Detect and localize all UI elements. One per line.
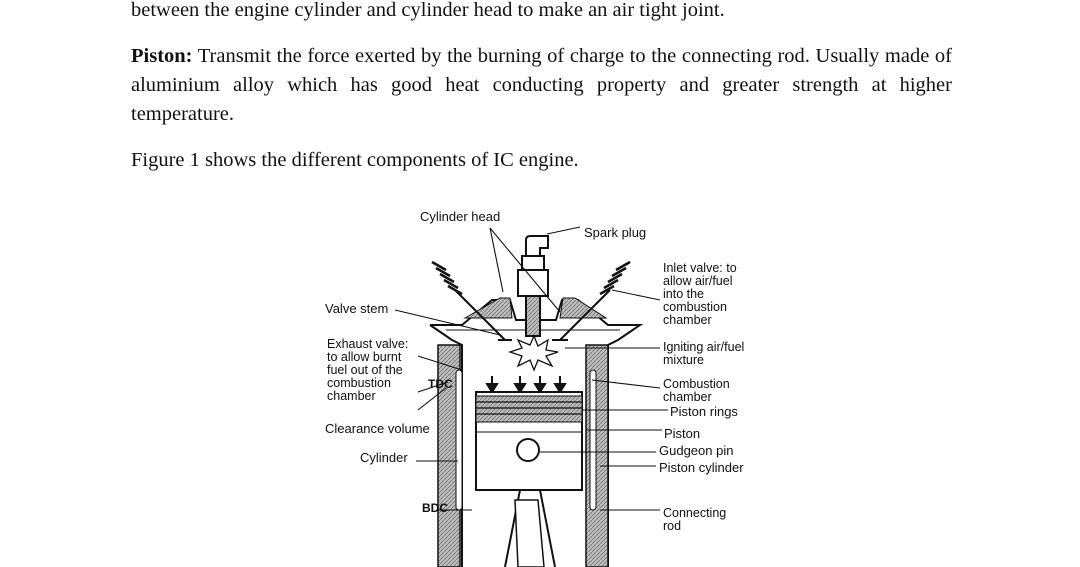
piston-description: Transmit the force exerted by the burnin… <box>131 45 952 125</box>
svg-text:Connecting: Connecting <box>663 506 726 520</box>
label-spark-plug: Spark plug <box>584 225 646 240</box>
svg-text:chamber: chamber <box>663 313 712 327</box>
label-igniting-mixture: Igniting air/fuel mixture <box>663 340 744 367</box>
exhaust-valve-spring <box>431 260 463 296</box>
svg-text:Inlet valve: to: Inlet valve: to <box>663 261 737 275</box>
right-coolant-channel <box>589 369 597 511</box>
svg-text:allow air/fuel: allow air/fuel <box>663 274 732 288</box>
svg-text:chamber: chamber <box>327 389 376 403</box>
svg-text:Igniting air/fuel: Igniting air/fuel <box>663 340 744 354</box>
label-piston-cylinder: Piston cylinder <box>659 460 744 475</box>
connecting-rod <box>504 489 556 567</box>
text-line-airtight-joint: between the engine cylinder and cylinder… <box>131 0 725 21</box>
figure-intro-text: Figure 1 shows the different components … <box>131 149 579 171</box>
svg-text:mixture: mixture <box>663 353 704 367</box>
right-cylinder-wall <box>585 344 609 567</box>
label-cylinder-head: Cylinder head <box>420 209 500 224</box>
leader-lines <box>394 226 668 511</box>
svg-text:to allow burnt: to allow burnt <box>327 350 402 364</box>
left-coolant-channel <box>455 369 463 511</box>
svg-text:rod: rod <box>663 519 681 533</box>
valve-stems <box>454 289 611 341</box>
svg-text:Combustion: Combustion <box>663 377 730 391</box>
label-bdc: BDC <box>422 501 448 515</box>
inlet-valve-spring <box>599 260 631 296</box>
label-gudgeon-pin: Gudgeon pin <box>659 443 733 458</box>
ignition-spark-icon <box>507 334 559 372</box>
gudgeon-pin <box>516 438 540 462</box>
label-piston: Piston <box>664 426 700 441</box>
label-tdc: TDC <box>428 377 453 391</box>
svg-text:fuel out of the: fuel out of the <box>327 363 403 377</box>
piston-heading: Piston: <box>131 45 193 67</box>
label-piston-rings: Piston rings <box>670 404 738 419</box>
label-exhaust-valve: Exhaust valve: to allow burnt fuel out o… <box>327 337 408 403</box>
svg-text:into the: into the <box>663 287 704 301</box>
piston <box>475 391 583 491</box>
piston-paragraph: Piston: Transmit the force exerted by th… <box>131 42 952 129</box>
svg-text:combustion: combustion <box>663 300 727 314</box>
label-combustion-chamber: Combustion chamber <box>663 377 730 404</box>
head-block-right <box>559 297 608 319</box>
svg-text:chamber: chamber <box>663 390 712 404</box>
label-clearance-volume: Clearance volume <box>325 421 430 436</box>
svg-text:combustion: combustion <box>327 376 391 390</box>
label-connecting-rod: Connecting rod <box>663 506 726 533</box>
svg-text:Exhaust valve:: Exhaust valve: <box>327 337 408 351</box>
label-cylinder: Cylinder <box>360 450 408 465</box>
label-inlet-valve: Inlet valve: to allow air/fuel into the … <box>663 261 737 327</box>
combustion-arrows <box>485 376 567 394</box>
label-valve-stem: Valve stem <box>325 301 388 316</box>
